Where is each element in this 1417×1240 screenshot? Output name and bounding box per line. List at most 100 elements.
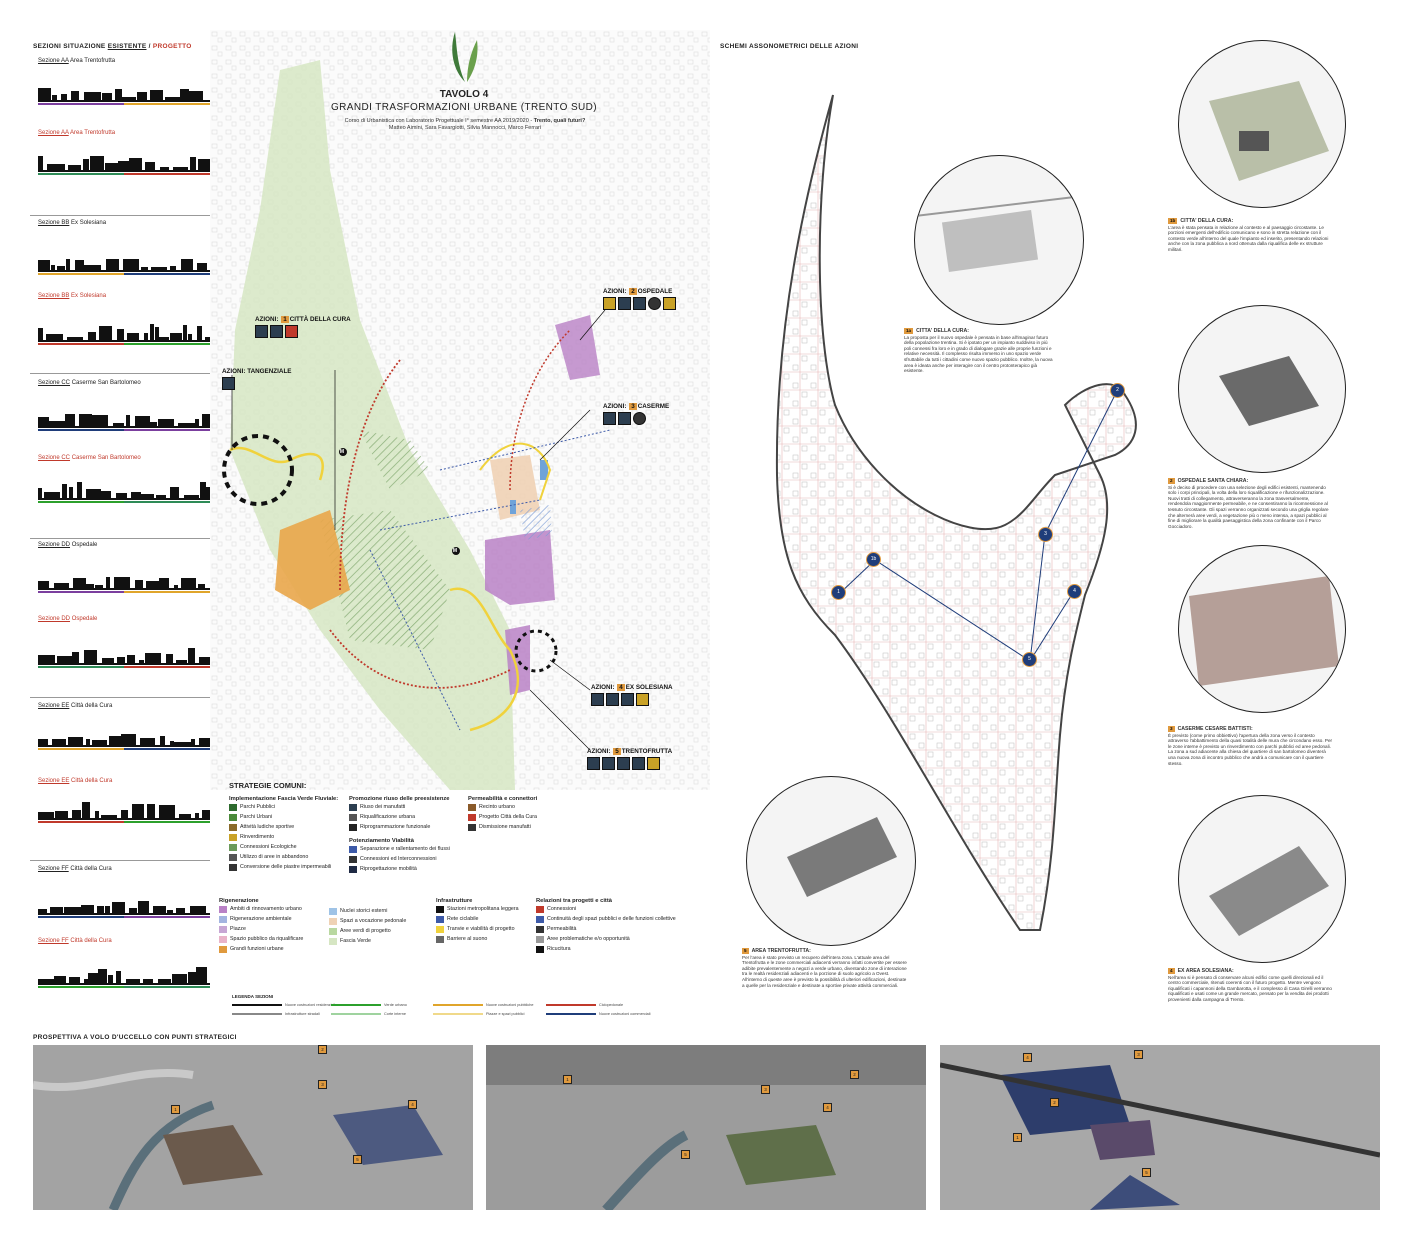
legend-item: Fascia Verde [329,936,439,946]
axo-marker: 4 [1067,584,1082,599]
legend-label: Rete ciclabile [447,916,479,922]
legend-swatch-icon [229,823,237,831]
section-label: Sezione BB Ex Solesiana [38,293,106,299]
legend-infrastrutture: Infrastrutture Stazioni metropolitana le… [436,898,556,944]
strategies-title: STRATEGIE COMUNI: [229,781,307,790]
section-name: Ex Solesiana [71,220,107,226]
legend-label: Piazze e spazi pubblici [486,1012,525,1016]
legend-item: Ricucitura [536,944,696,954]
legend-item: Utilizzo di aree in abbandono [229,852,344,862]
legend-item: Parchi Urbani [229,812,344,822]
legend-swatch-icon [349,803,357,811]
section-code: Sezione EE [38,778,70,784]
desc-text: Per l'area è stato previsto un recupero … [742,954,907,988]
perspective-marker: 3 [1134,1050,1143,1059]
legend-label: Continuità degli spazi pubblici e delle … [547,916,676,922]
axo-header: SCHEMI ASSONOMETRICI DELLE AZIONI [720,43,859,50]
legend-swatch-icon [229,843,237,851]
legend-line-icon [433,1013,483,1015]
legend-swatch-icon [229,853,237,861]
section-label: Sezione AA Area Trentofrutta [38,130,115,136]
legend-swatch-icon [536,945,544,953]
section-profile [38,727,210,753]
section-label: Sezione DD Ospedale [38,616,97,622]
strategies-col2: Promozione riuso delle preesistenze Rius… [349,796,464,874]
legend-label: Infrastrutture stradali [285,1012,320,1016]
legend-item: Grandi funzioni urbane [219,944,329,954]
legend-swatch-icon [229,803,237,811]
legend-swatch-icon [536,935,544,943]
legend-item: Piazze [219,924,329,934]
section-code: Sezione AA [38,130,69,136]
section-profile [38,895,210,921]
legend-swatch-icon [229,813,237,821]
legend-swatch-icon [329,917,337,925]
legend-label: Nuove costruzioni residenziali [285,1003,336,1007]
legend-swatch-icon [219,935,227,943]
legend-label: Barriere al suono [447,936,488,942]
section-label: Sezione DD Ospedale [38,542,97,548]
perspective-marker: 5 [353,1155,362,1164]
axo-marker: 2 [1110,383,1125,398]
section-label: Sezione CC Caserme San Bartolomeo [38,380,141,386]
section-code: Sezione CC [38,380,71,386]
legend-label: Riprogettazione mobilità [360,866,417,872]
course-credits: Corso di Urbanistica con Laboratorio Pro… [344,118,586,131]
legend-swatch-icon [349,865,357,873]
reuse-icon [591,693,604,706]
legend-label: Ambiti di rinnovamento urbano [230,906,302,912]
section-code: Sezione BB [38,220,70,226]
section-code: Sezione EE [38,703,70,709]
section-legend-item: Corte interne [331,1012,406,1016]
section-legend-item: Nuove costruzioni commerciali [546,1012,651,1016]
perspective-marker: 1 [563,1075,572,1084]
legend-swatch-icon [219,945,227,953]
axo-circle-ospedale [1178,305,1346,473]
sections-header: SEZIONI SITUAZIONE ESISTENTE / PROGETTO [33,43,192,50]
legend-item: Aree verdi di progetto [329,926,439,936]
legend-label: Separazione e rallentamento dei flussi [360,846,450,852]
section-code: Sezione FF [38,938,69,944]
legend-swatch-icon [468,823,476,831]
section-profile [38,322,210,348]
perspective-marker: 4 [823,1103,832,1112]
legend-swatch-icon [536,925,544,933]
perspective-marker: 4 [408,1100,417,1109]
section-name: Ex Solesiana [71,293,107,299]
legend-swatch-icon [349,813,357,821]
section-legend-item: Nuove costruzioni pubbliche [433,1003,534,1007]
fence-icon [617,757,630,770]
section-label: Sezione CC Caserme San Bartolomeo [38,455,141,461]
legend-swatch-icon [468,803,476,811]
legend-line-icon [433,1004,483,1006]
legend-label: Riprogrammazione funzionale [360,824,431,830]
section-code: Sezione DD [38,616,71,622]
desc-text: L'area è stata pensata in relazione al c… [1168,224,1329,252]
axo-circle-citta-cura-1 [914,155,1084,325]
legend-label: Fascia Verde [340,938,371,944]
legend-label: Aree problematiche e/o opportunità [547,936,630,942]
legend-label: Riqualificazione urbana [360,814,416,820]
legend-swatch-icon [436,915,444,923]
legend-swatch-icon [436,935,444,943]
legend-swatch-icon [536,915,544,923]
section-code: Sezione DD [38,542,71,548]
legend-line-icon [546,1004,596,1006]
legend-item: Stazioni metropolitana leggera [436,904,556,914]
desc-title: CITTA' DELLA CURA: [916,328,969,334]
legend-label: Progetto Città della Cura [479,814,538,820]
legend-swatch-icon [219,905,227,913]
legend-label: Tranvie e viabilità di progetto [447,926,515,932]
metro-station-icon: M [339,449,345,455]
strategies-col1: Implementazione Fascia Verde Fluviale: P… [229,796,344,872]
legend-label: Rigenerazione ambientale [230,916,292,922]
gear-icon [648,297,661,310]
legend-rigenerazione: Rigenerazione Ambiti di rinnovamento urb… [219,898,329,954]
desc-text: La proposta per il nuovo ospedale è pens… [904,334,1053,374]
legend-label: Verde urbano [384,1003,407,1007]
